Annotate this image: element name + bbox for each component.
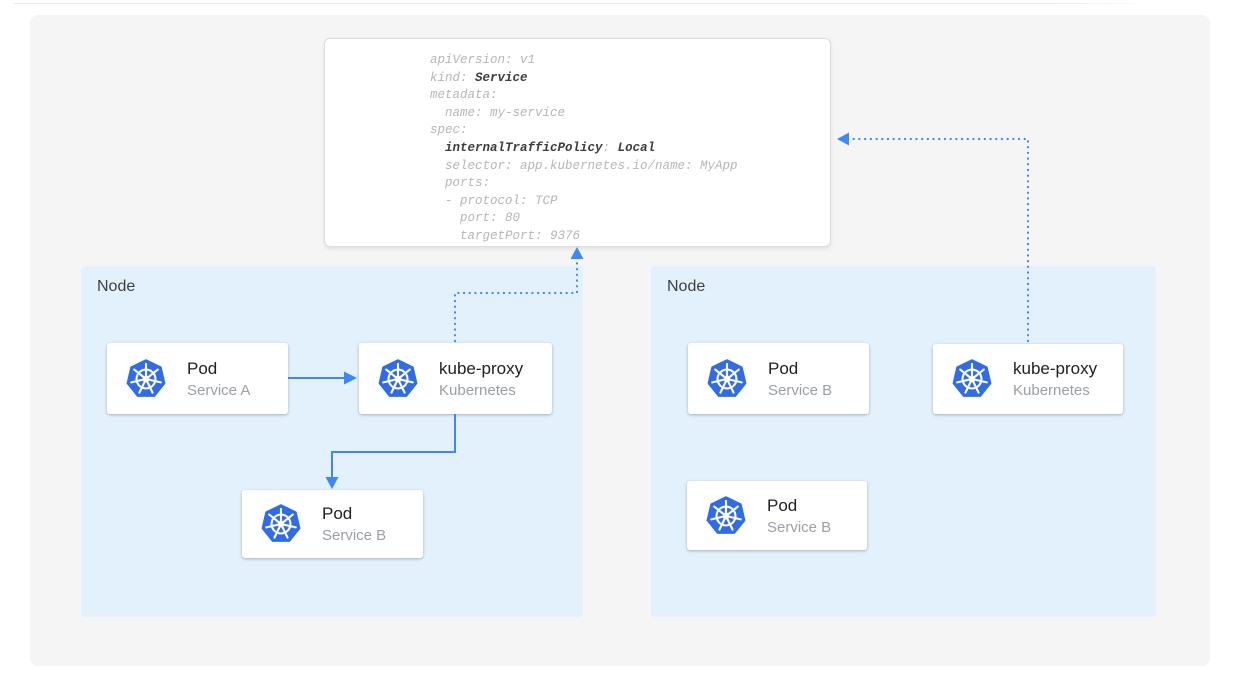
node-label: Node [667, 278, 706, 295]
node-box-left: Node Pod Service A kube-proxy Kubernetes… [81, 266, 583, 617]
top-divider [14, 3, 1157, 4]
pod-card-service-b-top-right: Pod Service B [688, 343, 869, 414]
kubernetes-icon [260, 503, 302, 545]
node-box-right: Node Pod Service B kube-proxy Kubernetes… [651, 266, 1156, 617]
card-subtitle: Service B [767, 518, 832, 536]
card-subtitle: Service B [322, 527, 387, 544]
kube-proxy-card-left: kube-proxy Kubernetes [359, 343, 552, 414]
card-title: Pod [187, 358, 218, 378]
card-title: kube-proxy [1013, 359, 1098, 378]
card-subtitle: Kubernetes [1013, 382, 1090, 399]
card-title: Pod [322, 504, 353, 523]
card-title: Pod [768, 358, 799, 378]
card-subtitle: Service B [768, 381, 833, 399]
card-subtitle: Service A [187, 381, 251, 399]
kubernetes-icon [705, 495, 747, 537]
card-title: Pod [767, 495, 798, 515]
kubernetes-icon [377, 358, 419, 400]
card-subtitle: Kubernetes [439, 381, 516, 399]
pod-card-service-b-left: Pod Service B [242, 490, 423, 558]
kube-proxy-card-right: kube-proxy Kubernetes [933, 344, 1123, 414]
card-title: kube-proxy [439, 358, 524, 378]
kubernetes-icon [706, 358, 748, 400]
pod-card-service-b-bottom-right: Pod Service B [687, 481, 867, 550]
node-label: Node [97, 278, 136, 295]
pod-card-service-a: Pod Service A [107, 343, 288, 414]
kubernetes-icon [125, 358, 167, 400]
kubernetes-icon [951, 358, 993, 400]
